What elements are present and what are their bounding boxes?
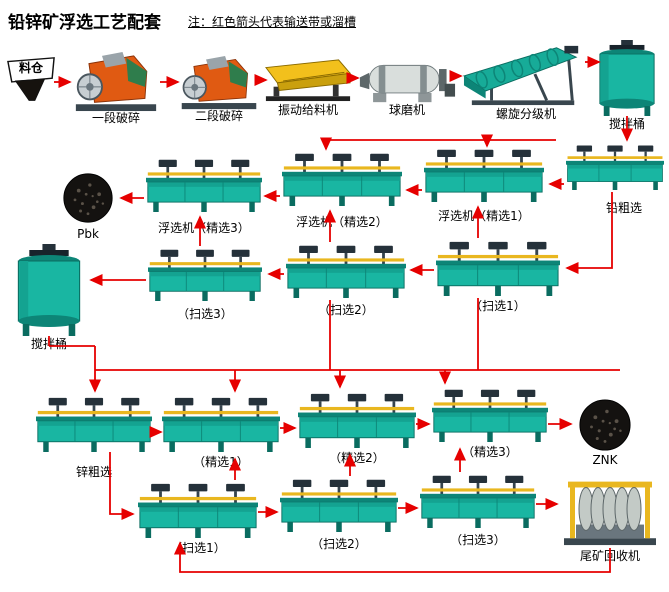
label-zn-cleaner3: （精选3） xyxy=(462,445,518,459)
label-zn-cleaner1: （精选1） xyxy=(193,455,249,469)
mixing-barrel-icon xyxy=(596,40,658,116)
flotation-machine-icon xyxy=(436,240,560,296)
flotation-pb-cleaner3 xyxy=(146,158,262,212)
label-pb-cleaner3: 浮选机（精选3） xyxy=(158,221,250,235)
flotation-machine-icon xyxy=(432,388,548,442)
flotation-machine-icon xyxy=(282,152,402,206)
vibrating-feeder xyxy=(264,58,352,102)
label-zn-scavenger2: （扫选2） xyxy=(311,537,367,551)
label-mixer2: 搅拌桶 xyxy=(30,337,67,351)
lead-concentrate-pile xyxy=(62,172,114,224)
flotation-machine-icon xyxy=(36,396,152,452)
flotation-zn-cleaner1 xyxy=(162,396,280,452)
flotation-pb-scavenger1 xyxy=(436,240,560,296)
flotation-machine-icon xyxy=(280,478,398,532)
flotation-machine-icon xyxy=(148,248,262,301)
flotation-zn-scavenger1 xyxy=(138,482,258,538)
zinc-concentrate-pile xyxy=(578,398,632,452)
mixing-barrel-1 xyxy=(596,40,658,116)
flotation-machine-icon xyxy=(420,474,536,528)
label-crusher1: 一段破碎 xyxy=(91,111,140,125)
ball-mill xyxy=(358,58,456,104)
tailings-recovery-icon xyxy=(562,466,658,548)
flotation-machine-icon xyxy=(424,148,544,202)
label-pb-cleaner1: 浮选机（精选1） xyxy=(438,209,530,223)
flotation-zn-cleaner2 xyxy=(298,392,416,448)
label-tailings: 尾矿回收机 xyxy=(579,549,640,563)
flotation-zn-cleaner3 xyxy=(432,388,548,442)
spiral-classifier xyxy=(462,44,590,106)
flotation-pb-scavenger3 xyxy=(148,248,262,301)
flotation-machine-icon xyxy=(162,396,280,452)
jaw-crusher-stage2 xyxy=(180,56,258,110)
ball-mill-icon xyxy=(358,58,456,104)
flotation-zn-scavenger2 xyxy=(280,478,398,532)
flotation-pb-cleaner2 xyxy=(282,152,402,206)
label-zn-scavenger3: （扫选3） xyxy=(450,533,506,547)
label-crusher2: 二段破碎 xyxy=(194,109,243,123)
label-pb-concentrate: Pbk xyxy=(77,227,99,241)
label-pb-cleaner2: 浮选机（精选2） xyxy=(296,215,388,229)
label-pb-rougher: 铅粗选 xyxy=(605,201,642,215)
label-zn-concentrate: ZNK xyxy=(592,453,618,467)
flotation-pb-scavenger2 xyxy=(286,244,406,298)
jaw-crusher-stage1 xyxy=(74,52,158,112)
page-title: 铅锌矿浮选工艺配套 xyxy=(8,13,161,33)
flotation-machine-icon xyxy=(286,244,406,298)
flotation-pb-rougher xyxy=(566,144,664,190)
flotation-machine-icon xyxy=(138,482,258,538)
label-feeder: 振动给料机 xyxy=(277,103,338,117)
label-zn-cleaner2: （精选2） xyxy=(329,451,385,465)
label-ore-bin: 料仓 xyxy=(18,61,43,75)
flotation-zn-rougher xyxy=(36,396,152,452)
flotation-pb-cleaner1 xyxy=(424,148,544,202)
label-pb-scavenger1: （扫选1） xyxy=(470,299,526,313)
mixing-barrel-2 xyxy=(14,244,84,336)
jaw-crusher-icon xyxy=(180,56,258,110)
spiral-classifier-icon xyxy=(462,44,590,106)
label-ball-mill: 球磨机 xyxy=(388,103,425,117)
label-classifier: 螺旋分级机 xyxy=(495,107,556,121)
flotation-zn-scavenger3 xyxy=(420,474,536,528)
flotation-machine-icon xyxy=(566,144,664,190)
mixing-barrel-icon xyxy=(14,244,84,336)
concentrate-pile-icon xyxy=(578,398,632,452)
label-zn-scavenger1: （扫选1） xyxy=(170,541,226,555)
jaw-crusher-icon xyxy=(74,52,158,112)
flotation-machine-icon xyxy=(298,392,416,448)
label-pb-scavenger2: （扫选2） xyxy=(318,303,374,317)
label-pb-scavenger3: （扫选3） xyxy=(177,307,233,321)
concentrate-pile-icon xyxy=(62,172,114,224)
flotation-machine-icon xyxy=(146,158,262,212)
legend-note: 注：红色箭头代表输送带或溜槽 xyxy=(188,15,357,29)
label-zn-rougher: 锌粗选 xyxy=(75,465,112,479)
vibrating-feeder-icon xyxy=(264,58,352,102)
label-mixer1: 搅拌桶 xyxy=(608,117,645,131)
tailings-recovery-machine xyxy=(562,466,658,548)
